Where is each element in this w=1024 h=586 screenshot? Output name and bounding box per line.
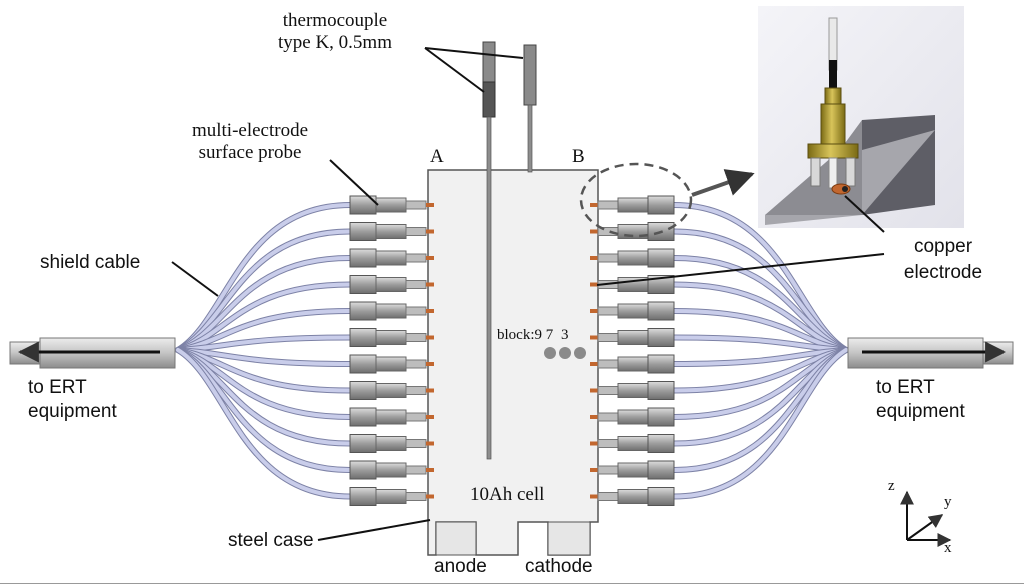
probe-left-11	[349, 460, 434, 480]
probe-left-2	[349, 222, 434, 241]
probe-connectors-right	[590, 195, 675, 506]
detail-highlight-ellipse	[579, 162, 693, 238]
to-ert-right-line1: to ERT	[876, 377, 935, 398]
leader-lines	[171, 47, 885, 541]
cable-left-11-edge	[175, 347, 353, 473]
to-ert-left-label: to ERT equipment	[28, 376, 117, 424]
thermocouple-short	[523, 44, 537, 173]
probe-left-5	[349, 301, 434, 321]
cable-right-12	[672, 348, 848, 499]
block-markers	[544, 347, 586, 359]
probe-left-7	[349, 354, 434, 374]
probe-left-8	[349, 381, 434, 400]
cathode-tab	[547, 521, 591, 556]
block-3-dot	[574, 347, 586, 359]
probe-label-line1: multi-electrode	[191, 120, 309, 141]
copper-electrode-line1: copper	[913, 236, 973, 257]
probe-right-6	[590, 328, 675, 347]
probe-right-3	[590, 248, 675, 268]
to-ert-left-line2: equipment	[28, 401, 117, 422]
ert-trunk-right	[847, 337, 1014, 369]
axis-y-label: y	[944, 494, 952, 510]
to-ert-right-line2: equipment	[876, 401, 965, 422]
probe-connectors-left	[349, 195, 434, 506]
axis-z-label: z	[888, 478, 895, 494]
probe-right-11	[590, 460, 675, 480]
ert-trunk-left	[9, 337, 176, 369]
face-b-label: B	[572, 146, 585, 167]
axis-triad	[900, 490, 952, 547]
anode-tab	[435, 521, 477, 556]
cell-label: 10Ah cell	[470, 484, 545, 505]
to-ert-left-line1: to ERT	[28, 377, 87, 398]
axis-x-label: x	[944, 540, 952, 556]
probe-right-10	[590, 434, 675, 453]
block-9-dot	[544, 347, 556, 359]
to-ert-right-label: to ERT equipment	[876, 376, 965, 424]
probe-left-1	[349, 195, 434, 215]
shield-cables-left	[175, 202, 353, 500]
cable-right-11-edge	[671, 347, 849, 473]
probe-left-3	[349, 248, 434, 268]
block-prefix: block:	[497, 327, 535, 343]
copper-electrode-line2: electrode	[903, 262, 983, 283]
probe-left-6	[349, 328, 434, 347]
bottom-rule	[0, 583, 1024, 584]
probe-right-9	[590, 407, 675, 427]
detail-arrow	[691, 169, 755, 197]
thermocouple-label-line2: type K, 0.5mm	[278, 32, 392, 53]
cathode-label: cathode	[525, 556, 593, 577]
shield-cables-right	[671, 202, 849, 500]
probe-right-8	[590, 381, 675, 400]
probe-right-7	[590, 354, 675, 374]
thermocouple-long	[482, 41, 496, 460]
probe-right-12	[590, 487, 675, 506]
probe-right-5	[590, 301, 675, 321]
probe-label: multi-electrode surface probe	[150, 120, 350, 164]
probe-left-4	[349, 275, 434, 294]
block-7-dot	[559, 347, 571, 359]
face-a-label: A	[430, 146, 444, 167]
thermocouple-label: thermocouple type K, 0.5mm	[250, 10, 420, 54]
anode-label: anode	[434, 556, 487, 577]
shield-cable-label: shield cable	[40, 252, 141, 273]
probe-left-9	[349, 407, 434, 427]
battery-cell	[427, 169, 599, 556]
probe-detail-inset	[758, 6, 964, 228]
probe-left-10	[349, 434, 434, 453]
block-7-label: 7	[545, 327, 554, 343]
block-3-label: 3	[561, 327, 569, 343]
probe-right-1	[590, 195, 675, 215]
block-label: block:9 7 3	[497, 327, 569, 344]
block-9-label: 9	[534, 327, 543, 343]
thermocouple-label-line1: thermocouple	[282, 10, 388, 31]
steel-case-label: steel case	[228, 530, 314, 551]
probe-label-line2: surface probe	[198, 142, 302, 163]
copper-electrode-label: copper electrode	[888, 234, 998, 286]
probe-left-12	[349, 487, 434, 506]
cable-left-12	[176, 348, 352, 499]
